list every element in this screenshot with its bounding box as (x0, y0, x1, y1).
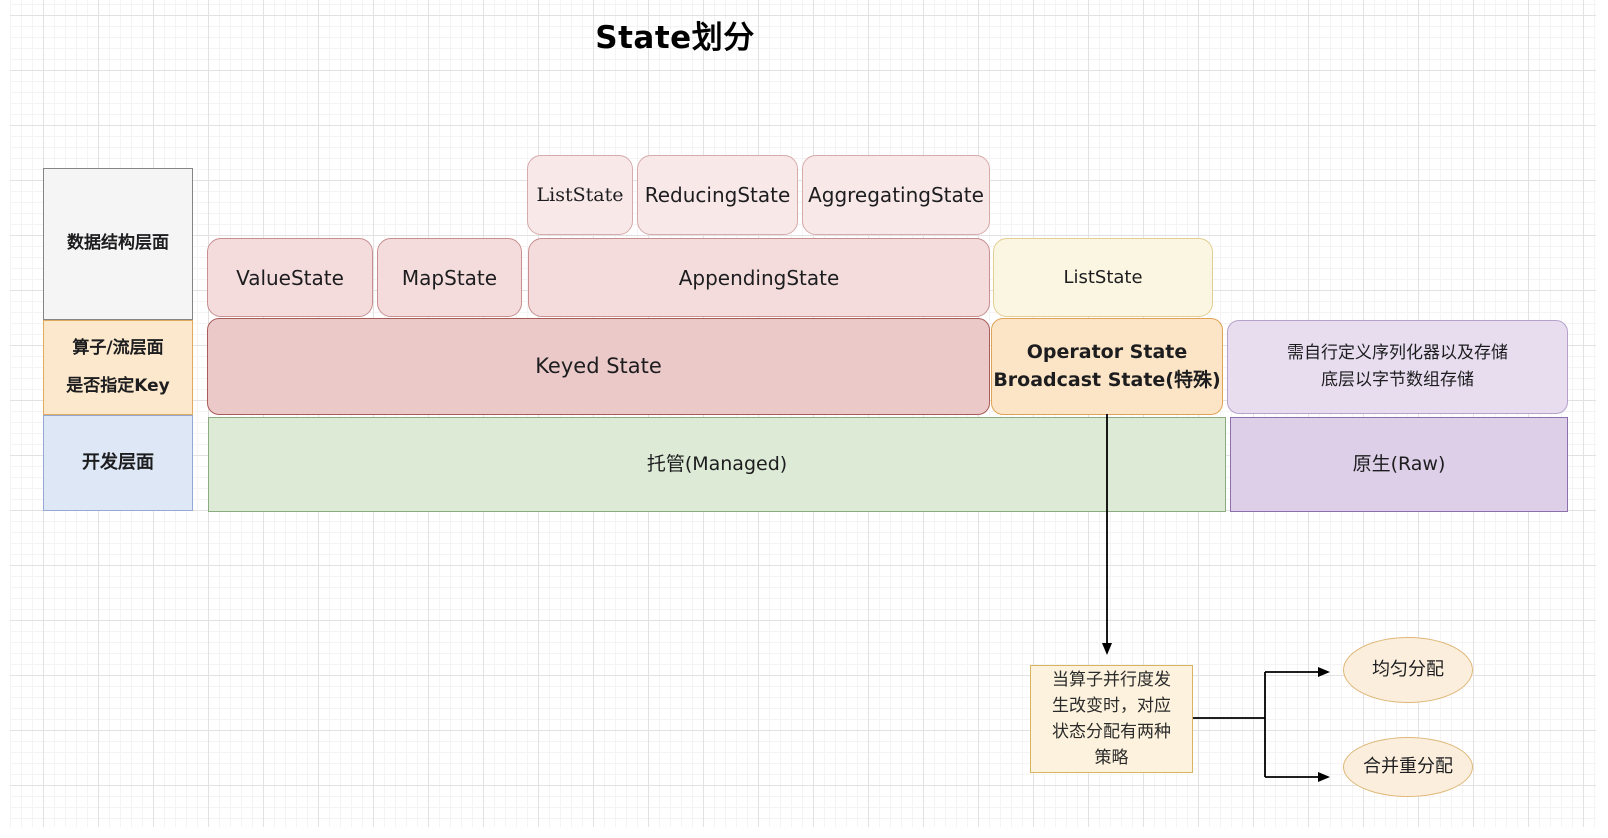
ellipse-even-distribution[interactable]: 均匀分配 (1343, 637, 1473, 703)
note-parallelism-change[interactable]: 当算子并行度发 生改变时，对应 状态分配有两种 策略 (1030, 665, 1193, 773)
legend-development-layer[interactable]: 开发层面 (43, 415, 193, 511)
node-mapstate[interactable]: MapState (377, 238, 522, 317)
node-operator-state[interactable]: Operator State Broadcast State(特殊) (991, 318, 1223, 415)
node-reducingstate[interactable]: ReducingState (637, 155, 798, 235)
node-raw-serialization-note[interactable]: 需自行定义序列化器以及存储 底层以字节数组存储 (1227, 320, 1568, 414)
ellipse-merge-redistribution[interactable]: 合并重分配 (1343, 737, 1473, 797)
node-keyed-state[interactable]: Keyed State (207, 318, 990, 415)
node-liststate-appending[interactable]: ListState (527, 155, 633, 235)
node-valuestate[interactable]: ValueState (207, 238, 373, 317)
page-title: State划分 (595, 20, 755, 56)
legend-data-structure-layer[interactable]: 数据结构层面 (43, 168, 193, 320)
node-raw-state[interactable]: 原生(Raw) (1230, 417, 1568, 512)
node-liststate-operator[interactable]: ListState (993, 238, 1213, 317)
node-managed-state[interactable]: 托管(Managed) (208, 417, 1226, 512)
legend-operator-stream-layer[interactable]: 算子/流层面 是否指定Key (43, 320, 193, 415)
node-appendingstate[interactable]: AppendingState (528, 238, 990, 317)
node-aggregatingstate[interactable]: AggregatingState (802, 155, 990, 235)
